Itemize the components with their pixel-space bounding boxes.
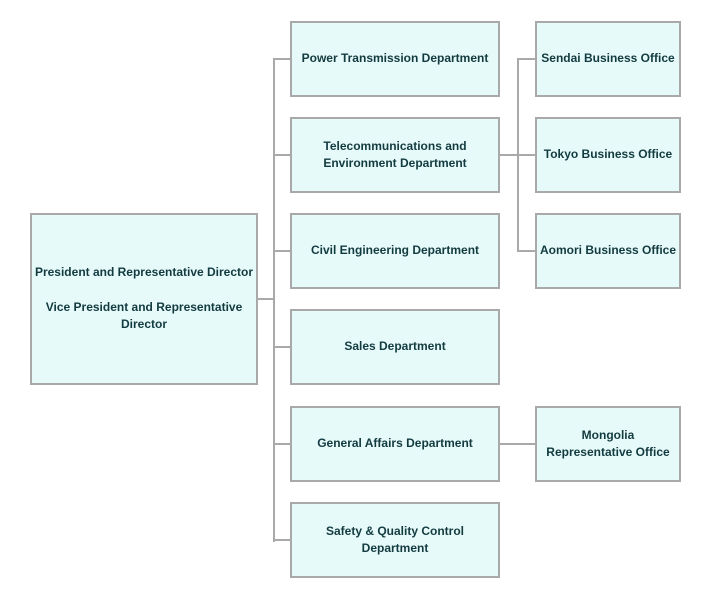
org-node-sendai-business-office: Sendai Business Office <box>535 21 681 97</box>
org-node-general-affairs-department: General Affairs Department <box>290 406 500 482</box>
org-node-label: Aomori Business Office <box>539 243 677 258</box>
blank-line <box>33 282 255 299</box>
org-node-sales-department: Sales Department <box>290 309 500 385</box>
president-label: President and Representative Director <box>34 265 254 280</box>
connector-president-to-trunk <box>256 298 274 300</box>
connector-left-trunk <box>273 58 275 542</box>
org-node-label: Tokyo Business Office <box>543 147 673 162</box>
org-node-safety-quality-control-department: Safety & Quality Control Department <box>290 502 500 578</box>
org-node-label: Mongolia Representative Office <box>546 427 670 459</box>
org-node-civil-engineering-department: Civil Engineering Department <box>290 213 500 289</box>
org-node-mongolia-representative-office: Mongolia Representative Office <box>535 406 681 482</box>
org-node-label: Power Transmission Department <box>301 51 489 66</box>
org-node-label: Sendai Business Office <box>541 51 675 66</box>
org-node-label: Civil Engineering Department <box>310 243 480 258</box>
org-node-president-vice-president: President and Representative Director Vi… <box>30 213 258 385</box>
org-node-tokyo-business-office: Tokyo Business Office <box>535 117 681 193</box>
connector-stub-aomori-office <box>518 250 535 252</box>
connector-telecom-to-right-trunk <box>499 154 518 156</box>
connector-stub-sendai-office <box>518 58 535 60</box>
connector-stub-telecommunications <box>274 154 290 156</box>
connector-stub-sales <box>274 346 290 348</box>
connector-stub-general-affairs <box>274 443 290 445</box>
org-node-label: Safety & Quality Control Department <box>325 523 465 555</box>
connector-stub-civil-engineering <box>274 250 290 252</box>
connector-stub-tokyo-office <box>518 154 535 156</box>
org-node-label: Sales Department <box>344 339 446 354</box>
org-node-telecommunications-environment-department: Telecommunications and Environment Depar… <box>290 117 500 193</box>
vice-president-label: Vice President and Representative Direct… <box>45 299 243 332</box>
connector-general-affairs-to-mongolia <box>499 443 535 445</box>
org-node-power-transmission-department: Power Transmission Department <box>290 21 500 97</box>
org-node-label: Telecommunications and Environment Depar… <box>323 138 467 170</box>
connector-stub-safety-quality <box>274 539 290 541</box>
connector-stub-power-transmission <box>274 58 290 60</box>
org-node-aomori-business-office: Aomori Business Office <box>535 213 681 289</box>
org-node-text: President and Representative Director Vi… <box>33 264 255 333</box>
org-node-label: General Affairs Department <box>317 436 473 451</box>
